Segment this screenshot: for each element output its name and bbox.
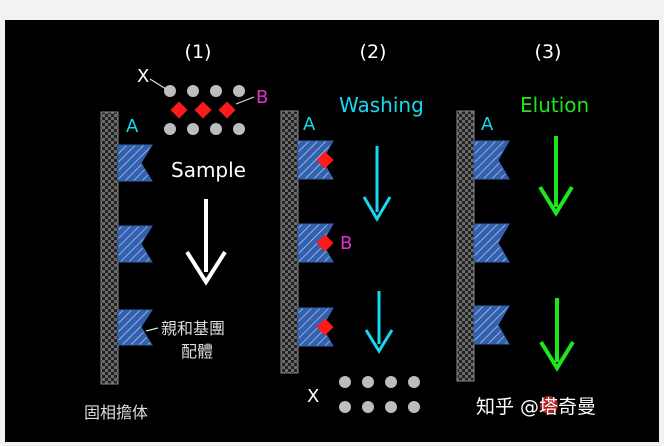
bound-target-3 <box>316 318 334 336</box>
panel-2-number: (2) <box>360 41 387 63</box>
watermark-avatar-icon <box>540 396 558 414</box>
ligand-label-a-2: A <box>303 114 316 135</box>
panel-1-number: (1) <box>185 41 212 63</box>
watermark: 知乎 @塔奇曼 <box>476 396 596 418</box>
sample-molecule-cluster <box>164 85 245 135</box>
ligand-label-a-1: A <box>126 116 139 137</box>
ligand-label-line2: 配體 <box>181 342 213 361</box>
bound-target-1 <box>316 151 334 169</box>
b-pointer-line <box>235 96 255 105</box>
ligand-shape-1b <box>117 225 153 263</box>
ligand-label-a-3: A <box>481 114 494 135</box>
target-label-b-bound: B <box>340 233 352 254</box>
solid-support-column-3 <box>456 110 475 382</box>
impurity-label-x-top: X <box>137 66 149 87</box>
elution-label: Elution <box>520 93 589 117</box>
washing-arrow-2 <box>364 291 394 354</box>
target-label-b-top: B <box>256 87 268 108</box>
ligand-shape-2c <box>297 307 334 347</box>
ligand-shape-3c <box>473 305 510 345</box>
sample-arrow <box>185 199 227 286</box>
ligand-label-line1: 親和基團 <box>161 319 225 338</box>
solid-support-label: 固相擔体 <box>84 403 148 422</box>
washing-label: Washing <box>339 93 424 117</box>
ligand-shape-3a <box>473 140 510 180</box>
impurity-label-x-bottom: X <box>307 386 319 407</box>
ligand-shape-1c <box>117 309 153 346</box>
x-pointer-line <box>149 78 167 90</box>
panel-3-number: (3) <box>535 41 562 63</box>
ligand-shape-2a <box>297 140 334 180</box>
ligand-pointer-line <box>145 327 159 332</box>
washing-arrow-1 <box>362 146 392 222</box>
washed-out-impurities <box>339 376 420 413</box>
ligand-shape-1a <box>117 144 153 182</box>
bound-target-2 <box>316 234 334 252</box>
elution-arrow-2 <box>539 298 575 372</box>
ligand-shape-2b <box>297 223 334 263</box>
ligand-shape-3b <box>473 223 510 263</box>
solid-support-column-1 <box>100 111 119 385</box>
sample-label: Sample <box>171 158 246 182</box>
solid-support-column-2 <box>280 110 299 374</box>
watermark-text: 知乎 @塔奇曼 <box>476 396 596 418</box>
elution-arrow-1 <box>538 136 574 217</box>
